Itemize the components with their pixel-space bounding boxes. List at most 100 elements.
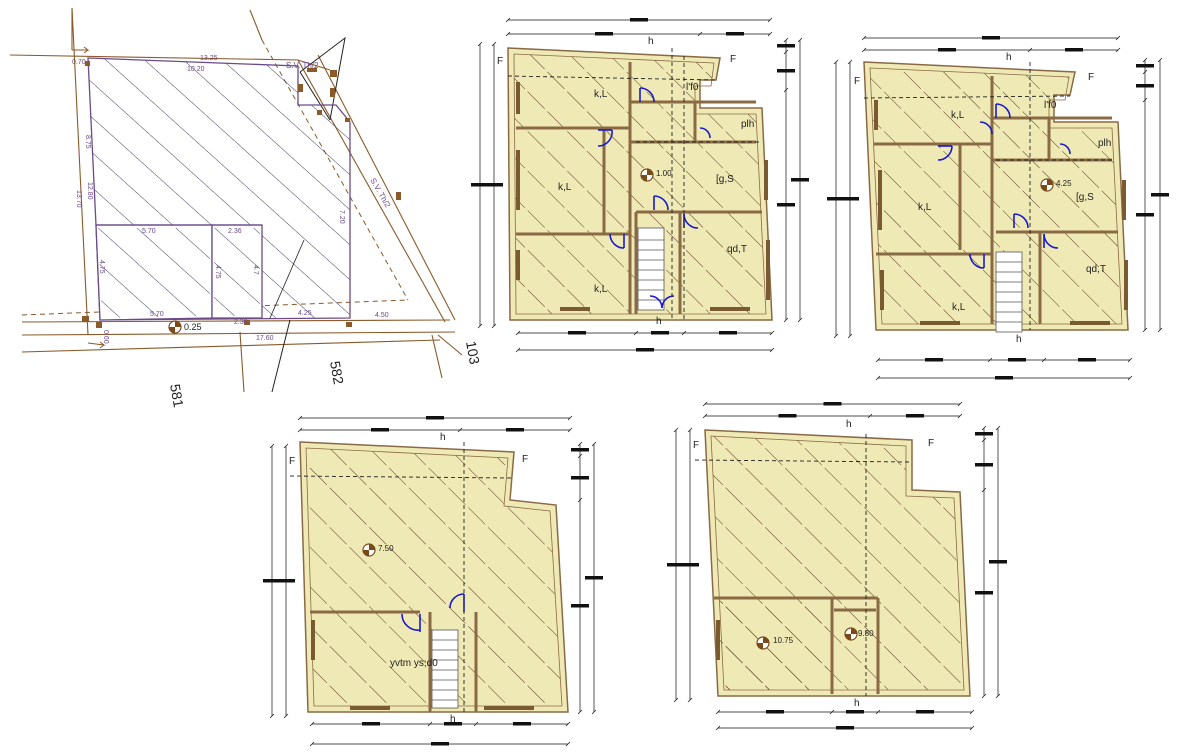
rf-mark-f: F [693, 440, 699, 451]
ff-level-marker-icon [1040, 178, 1054, 192]
gf-level: 1.00 [656, 169, 672, 178]
dimension-bar [975, 432, 993, 436]
dimension-bar [571, 448, 589, 452]
site-road-label-top: S.V. Th/2 [286, 61, 319, 70]
ff-mark-h: h [1006, 52, 1012, 63]
site-dim-bot-d: 4.50 [375, 312, 389, 319]
ff-room-plh: plh [1098, 138, 1111, 149]
site-dim-bot-a: 0.60 [102, 330, 109, 344]
gf-mark-f2: F [730, 54, 736, 65]
gf-wall-marks [516, 82, 770, 311]
rf-inner-walls [714, 596, 880, 694]
dimension-bar [571, 604, 589, 608]
site-stair-line [269, 239, 305, 319]
ff-level: 4.25 [1056, 179, 1072, 188]
dimension-bar [513, 722, 531, 726]
dimension-bar [906, 414, 924, 418]
site-dim-left-c: 13.70 [75, 190, 82, 208]
rf-mark-h: h [846, 419, 852, 430]
first-floor-plan: k,L k,L k,L l'f0 plh [g,S qd,T h h F F 4… [854, 52, 1129, 345]
site-dim-bot-b: 2.36 [234, 319, 248, 326]
dimension-bar [595, 32, 613, 36]
dimension-lines [263, 17, 1169, 747]
gf-room-wc: l'f0 [686, 82, 699, 93]
ff-stairs [995, 251, 1023, 333]
dimension-bar [777, 44, 795, 48]
site-level-marker-icon [168, 320, 182, 334]
site-dim-inner-e: 5.70 [150, 311, 164, 318]
dimension-bar [777, 203, 795, 207]
dimension-bar [585, 576, 603, 580]
dimension-bar [975, 463, 993, 467]
gf-room-gs: [g,S [716, 174, 734, 185]
site-dim-inner-c: 4.75 [214, 265, 221, 279]
site-inner-hatch-b [214, 228, 260, 316]
tf-mark-h2: h [450, 714, 456, 725]
site-dim-left-d: 4.75 [98, 260, 105, 274]
rf-level-marker-b-icon [844, 627, 858, 641]
tf-level: 7.50 [378, 544, 394, 553]
dimension-bar [995, 376, 1013, 380]
dimension-bar [1136, 213, 1154, 217]
ff-mark-f: F [854, 76, 860, 87]
dimension-bar [938, 48, 956, 52]
dimension-bar [827, 197, 845, 201]
dimension-bar [982, 36, 1000, 40]
dimension-bar [766, 710, 784, 714]
dimension-bar [1151, 193, 1169, 197]
site-dim-right-a: 7.20 [338, 210, 345, 224]
tf-mark-f: F [289, 456, 295, 467]
rf-level-a: 10.75 [773, 636, 794, 645]
dimension-bar [975, 591, 993, 595]
site-boundary-lines [9, 7, 463, 393]
gf-room-kl1: k,L [594, 89, 608, 100]
rf-wall-marks [716, 620, 720, 660]
ff-room-kl2: k,L [918, 202, 932, 213]
dimension-bar [925, 358, 943, 362]
rf-room-a-hatch [716, 602, 828, 690]
site-marks [82, 61, 401, 328]
dimension-bar [1008, 358, 1026, 362]
rf-mark-h2: h [854, 698, 860, 709]
dimension-bar [571, 476, 589, 480]
dimension-bar [568, 331, 586, 335]
site-dim-left-a: 8.75 [84, 135, 91, 149]
dimension-bar [777, 69, 795, 73]
site-dim-left-b: 12.80 [86, 182, 93, 200]
tf-wall-marks [311, 620, 534, 710]
dimension-bar [916, 710, 934, 714]
dimension-bar [778, 414, 797, 418]
gf-mark-f: F [497, 56, 503, 67]
tf-mark-h: h [440, 432, 446, 443]
dimension-bar [263, 579, 281, 583]
site-dims: 13.25 10.20 0.70 8.75 12.80 13.70 4.75 5… [72, 55, 389, 344]
roof-plan: h h F F 10.75 9.80 [693, 419, 971, 709]
ground-floor-plan: k,L k,L k,L l'f0 plh [g,S qd,T h h F F 1… [497, 36, 773, 327]
dimension-bar [1136, 84, 1154, 88]
dimension-bar [667, 563, 685, 567]
dimension-bar [630, 18, 648, 22]
dimension-bar [1065, 48, 1083, 52]
rf-mark-f2: F [928, 438, 934, 449]
site-dim-top1: 13.25 [200, 55, 218, 62]
site-arrows [72, 46, 106, 349]
dimension-bar [726, 32, 744, 36]
dimension-bar [791, 178, 809, 182]
rf-level-b: 9.80 [858, 629, 874, 638]
tf-hatch [305, 447, 563, 707]
dimension-bar [681, 563, 699, 567]
tf-room-label: yvtm ys;d0 [390, 658, 438, 669]
ff-room-wc: l'f0 [1044, 100, 1057, 111]
dimension-bar [1078, 358, 1096, 362]
dimension-bar [362, 722, 380, 726]
gf-dashed [507, 48, 760, 320]
dimension-bar [651, 331, 669, 335]
tf-inner-walls [310, 610, 478, 712]
ff-room-kl1: k,L [951, 110, 965, 121]
dimension-bar [426, 416, 444, 420]
dimension-bar [471, 183, 489, 187]
site-dim-inner-d: 4.7 [252, 265, 259, 275]
site-dim-inner-a: 5.70 [142, 228, 156, 235]
dimension-bar [444, 722, 462, 726]
